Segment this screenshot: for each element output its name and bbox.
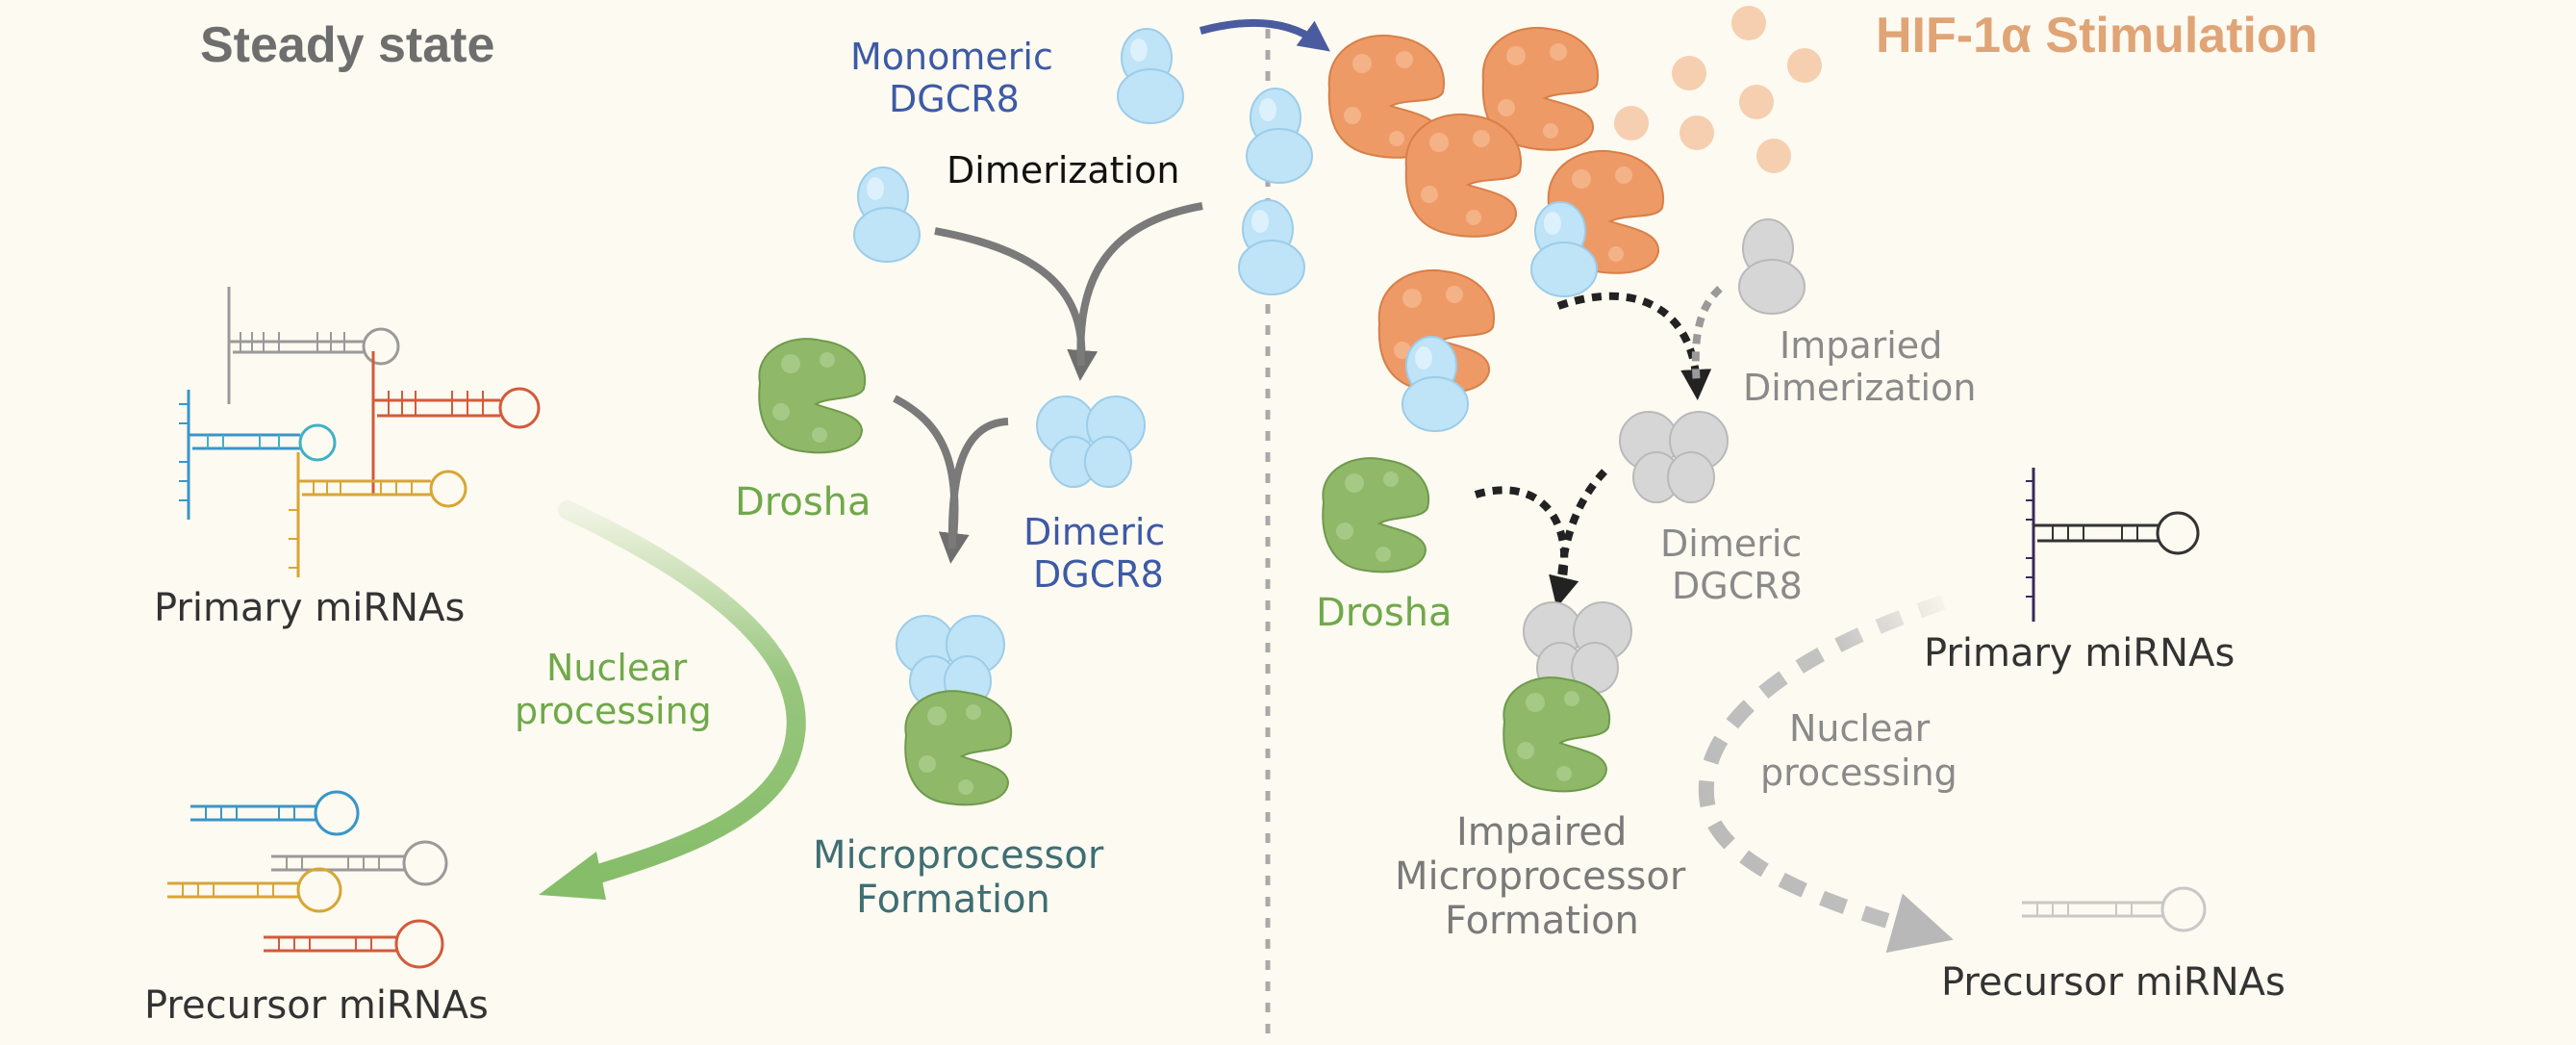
microprocessor-label-line1: Microprocessor: [813, 833, 1104, 878]
nuclear-processing-arrow: [558, 500, 806, 890]
dimerization-label: Dimerization: [947, 149, 1179, 191]
dimerization-arrow-right: [1076, 202, 1203, 367]
nuclear-processing-label-line2: processing: [515, 690, 712, 732]
dimeric-label-line1: Dimeric: [1023, 511, 1165, 553]
right-nuclear-processing-arrow: [1698, 595, 1954, 954]
right-nuclear-processing-label-line1: Nuclear: [1789, 707, 1931, 750]
precursor-mirnas-label: Precursor miRNAs: [144, 983, 489, 1028]
drosha-icon: [758, 338, 867, 454]
drosha-label: Drosha: [735, 480, 871, 524]
impaired-microprocessor-drosha-icon: [1503, 676, 1611, 793]
microprocessor-drosha-icon: [904, 690, 1013, 806]
right-primary-mirna-icon: [2026, 468, 2200, 622]
dgcr8-monomer-icon: [1246, 88, 1313, 184]
gray-dgcr8-dimer-icon: [1619, 411, 1729, 503]
precursor-mirna-icon: [167, 790, 448, 969]
right-dimeric-label-line1: Dimeric: [1660, 522, 1802, 565]
impaired-microprocessor-label-line1: Impaired: [1456, 810, 1627, 854]
dgcr8-monomer-icon: [1238, 199, 1305, 295]
steady-state-title: Steady state: [200, 17, 494, 73]
impaired-formation-arrow-right: [1556, 469, 1607, 594]
drosha-joining-arrow: [893, 395, 970, 564]
monomeric-label-line1: Monomeric: [850, 36, 1053, 78]
impaired-dimerization-arrow: [1556, 292, 1712, 400]
dgcr8-monomer-icon: [1117, 28, 1184, 124]
nuclear-processing-arrowhead: [539, 852, 606, 900]
impaired-formation-arrow: [1474, 486, 1579, 608]
hif-stimulation-title: HIF-1α Stimulation: [1876, 8, 2318, 64]
impaired-dimerization-arrow-right: [1691, 286, 1723, 386]
hif-binding-arrow: [1199, 18, 1330, 52]
primary-mirna-cluster-icon: [179, 287, 541, 577]
dimeric-label-line2: DGCR8: [1033, 553, 1164, 596]
nuclear-processing-label-line1: Nuclear: [546, 647, 688, 689]
dgcr8-monomer-icon: [853, 166, 921, 263]
right-dimeric-label-line2: DGCR8: [1672, 565, 1803, 607]
right-primary-mirnas-label: Primary miRNAs: [1924, 631, 2235, 675]
hif1a-icon: [1404, 113, 1523, 238]
monomeric-label-line2: DGCR8: [889, 78, 1020, 120]
right-precursor-mirnas-label: Precursor miRNAs: [1941, 960, 2286, 1005]
dgcr8-dimer-icon: [1036, 395, 1146, 488]
impaired-dimerization-label-line2: Dimerization: [1743, 367, 1976, 409]
right-precursor-mirna-icon: [2022, 886, 2207, 932]
dimerization-arrow: [934, 227, 1099, 381]
microprocessor-label-line2: Formation: [856, 878, 1050, 922]
hif1a-dots-icon: [1614, 6, 1822, 173]
impaired-dimerization-label-line1: Imparied: [1780, 324, 1942, 367]
right-drosha-icon: [1322, 457, 1430, 573]
primary-mirnas-label: Primary miRNAs: [154, 586, 465, 630]
impaired-microprocessor-label-line2: Microprocessor: [1395, 854, 1686, 899]
gray-dgcr8-monomer-icon: [1738, 218, 1806, 315]
impaired-microprocessor-label-line3: Formation: [1445, 899, 1639, 943]
right-nuclear-processing-label-line2: processing: [1760, 752, 1957, 794]
right-drosha-label: Drosha: [1316, 591, 1452, 635]
dimer-joining-arrow: [947, 418, 1009, 549]
